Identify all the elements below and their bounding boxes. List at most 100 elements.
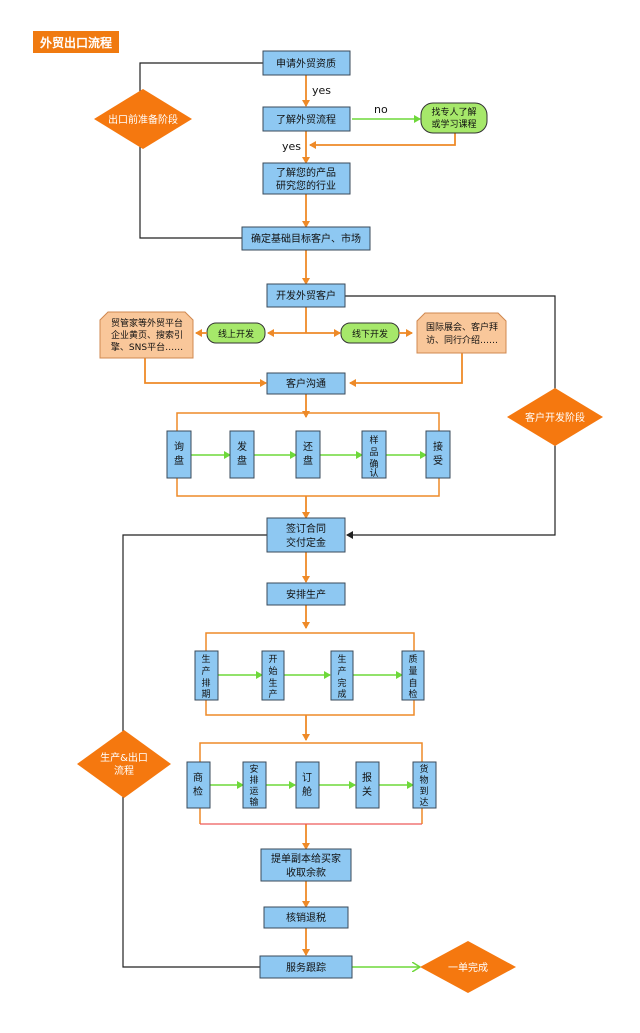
svg-text:提单副本给买家: 提单副本给买家 [271, 852, 341, 865]
svg-text:一单完成: 一单完成 [448, 961, 488, 974]
svg-text:输: 输 [249, 796, 258, 808]
svg-text:排: 排 [249, 774, 258, 786]
neg-offer: 发 盘 [229, 430, 255, 479]
svg-text:询: 询 [174, 440, 184, 453]
svg-text:产: 产 [337, 665, 346, 677]
neg-counter-offer: 还 盘 [295, 430, 321, 479]
svg-text:盘: 盘 [237, 454, 247, 467]
box-target: 确定基础目标客户、市场 [241, 226, 371, 251]
arrow-offline-communicate [349, 353, 463, 387]
svg-text:物: 物 [419, 774, 428, 786]
box-arrange: 安排生产 [266, 582, 346, 606]
svg-text:访、同行介绍……: 访、同行介绍…… [426, 334, 498, 346]
svg-text:关: 关 [362, 785, 372, 798]
prod-complete: 生 产 完 成 [330, 650, 354, 701]
ship-booking: 订 舱 [295, 761, 320, 809]
production-frame [205, 632, 415, 716]
svg-text:发: 发 [237, 440, 247, 453]
page-title: 外贸出口流程 [40, 35, 112, 50]
svg-text:产: 产 [268, 688, 277, 700]
label-no: no [374, 103, 388, 116]
ship-arrival: 货 物 到 达 [412, 761, 437, 809]
prod-schedule: 生 产 排 期 [194, 650, 219, 701]
svg-text:开发外贸客户: 开发外贸客户 [276, 289, 336, 302]
svg-text:确: 确 [369, 458, 378, 470]
box-learn-process: 了解外贸流程 [262, 106, 351, 132]
arrow-expert-back [309, 132, 456, 149]
svg-text:出口前准备阶段: 出口前准备阶段 [108, 113, 178, 126]
svg-text:样: 样 [369, 434, 378, 446]
svg-text:报: 报 [362, 771, 372, 784]
pill-expert: 找专人了解 或学习课程 [420, 102, 488, 134]
svg-text:到: 到 [419, 785, 428, 797]
stage-bracket-pre [139, 62, 263, 239]
label-yes-1: yes [312, 84, 331, 97]
box-verify: 核销退税 [263, 906, 349, 929]
svg-text:盘: 盘 [303, 454, 313, 467]
svg-text:舱: 舱 [302, 785, 312, 798]
svg-text:接: 接 [433, 440, 443, 453]
svg-text:期: 期 [201, 689, 210, 700]
svg-text:生: 生 [268, 677, 277, 689]
svg-text:了解外贸流程: 了解外贸流程 [276, 113, 336, 126]
diamond-customer-dev: 客户开发阶段 [507, 388, 603, 446]
neg-accept: 接 受 [425, 430, 451, 479]
svg-text:了解您的产品: 了解您的产品 [276, 166, 336, 179]
arrow-online-communicate [144, 358, 267, 387]
svg-text:自: 自 [408, 677, 417, 689]
svg-text:国际展会、客户拜: 国际展会、客户拜 [426, 321, 498, 333]
svg-text:客户沟通: 客户沟通 [286, 377, 326, 390]
svg-text:开: 开 [268, 654, 277, 665]
box-service: 服务跟踪 [259, 955, 353, 979]
svg-text:安: 安 [249, 763, 258, 775]
diamond-done: 一单完成 [420, 941, 516, 993]
pill-online: 线上开发 [206, 322, 266, 344]
svg-text:质: 质 [408, 653, 417, 665]
svg-text:产: 产 [201, 665, 210, 677]
ship-transport: 安 排 运 输 [242, 761, 267, 809]
svg-text:生: 生 [201, 653, 210, 665]
svg-text:商: 商 [193, 771, 203, 784]
svg-text:运: 运 [249, 786, 258, 797]
svg-text:线上开发: 线上开发 [218, 328, 254, 340]
neg-sample-confirm: 样 品 确 认 [361, 430, 387, 479]
desc-offline: 国际展会、客户拜 访、同行介绍…… [416, 312, 507, 354]
svg-text:生: 生 [337, 653, 346, 665]
svg-text:检: 检 [408, 688, 417, 700]
ship-customs: 报 关 [355, 761, 380, 809]
box-develop: 开发外贸客户 [266, 283, 346, 308]
svg-text:盘: 盘 [174, 454, 184, 467]
desc-online: 贸管家等外贸平台 企业黄页、搜索引 擎、SNS平台…… [99, 311, 194, 359]
svg-text:成: 成 [337, 688, 346, 700]
svg-text:还: 还 [303, 441, 313, 453]
box-communicate: 客户沟通 [266, 372, 346, 395]
prod-quality-check: 质 量 自 检 [401, 650, 425, 701]
diamond-production: 生产&出口 流程 [77, 730, 171, 798]
svg-text:申请外贸资质: 申请外贸资质 [276, 57, 336, 70]
diamond-pre-export: 出口前准备阶段 [94, 89, 192, 149]
svg-text:擎、SNS平台……: 擎、SNS平台…… [111, 341, 183, 353]
svg-text:生产&出口: 生产&出口 [100, 751, 148, 764]
svg-text:确定基础目标客户、市场: 确定基础目标客户、市场 [251, 232, 361, 245]
svg-text:客户开发阶段: 客户开发阶段 [525, 411, 585, 424]
prod-start: 开 始 生 产 [261, 650, 285, 701]
svg-text:企业黄页、搜索引: 企业黄页、搜索引 [111, 329, 183, 341]
svg-text:受: 受 [433, 455, 443, 467]
svg-text:找专人了解: 找专人了解 [431, 106, 476, 118]
title-badge: 外贸出口流程 [33, 31, 119, 53]
svg-text:线下开发: 线下开发 [352, 328, 388, 340]
svg-text:安排生产: 安排生产 [286, 588, 326, 601]
box-contract: 签订合同 交付定金 [266, 517, 346, 553]
label-yes-2: yes [282, 140, 301, 153]
box-apply: 申请外贸资质 [262, 50, 351, 76]
svg-text:量: 量 [408, 666, 417, 677]
svg-text:认: 认 [369, 467, 378, 479]
ship-inspection: 商 检 [186, 761, 211, 809]
box-docs: 提单副本给买家 收取余款 [260, 848, 352, 882]
svg-text:达: 达 [419, 796, 428, 808]
svg-text:签订合同: 签订合同 [286, 522, 326, 535]
svg-text:收取余款: 收取余款 [286, 866, 326, 879]
svg-text:检: 检 [193, 785, 203, 798]
pill-offline: 线下开发 [340, 322, 400, 344]
svg-text:贸管家等外贸平台: 贸管家等外贸平台 [111, 317, 183, 329]
